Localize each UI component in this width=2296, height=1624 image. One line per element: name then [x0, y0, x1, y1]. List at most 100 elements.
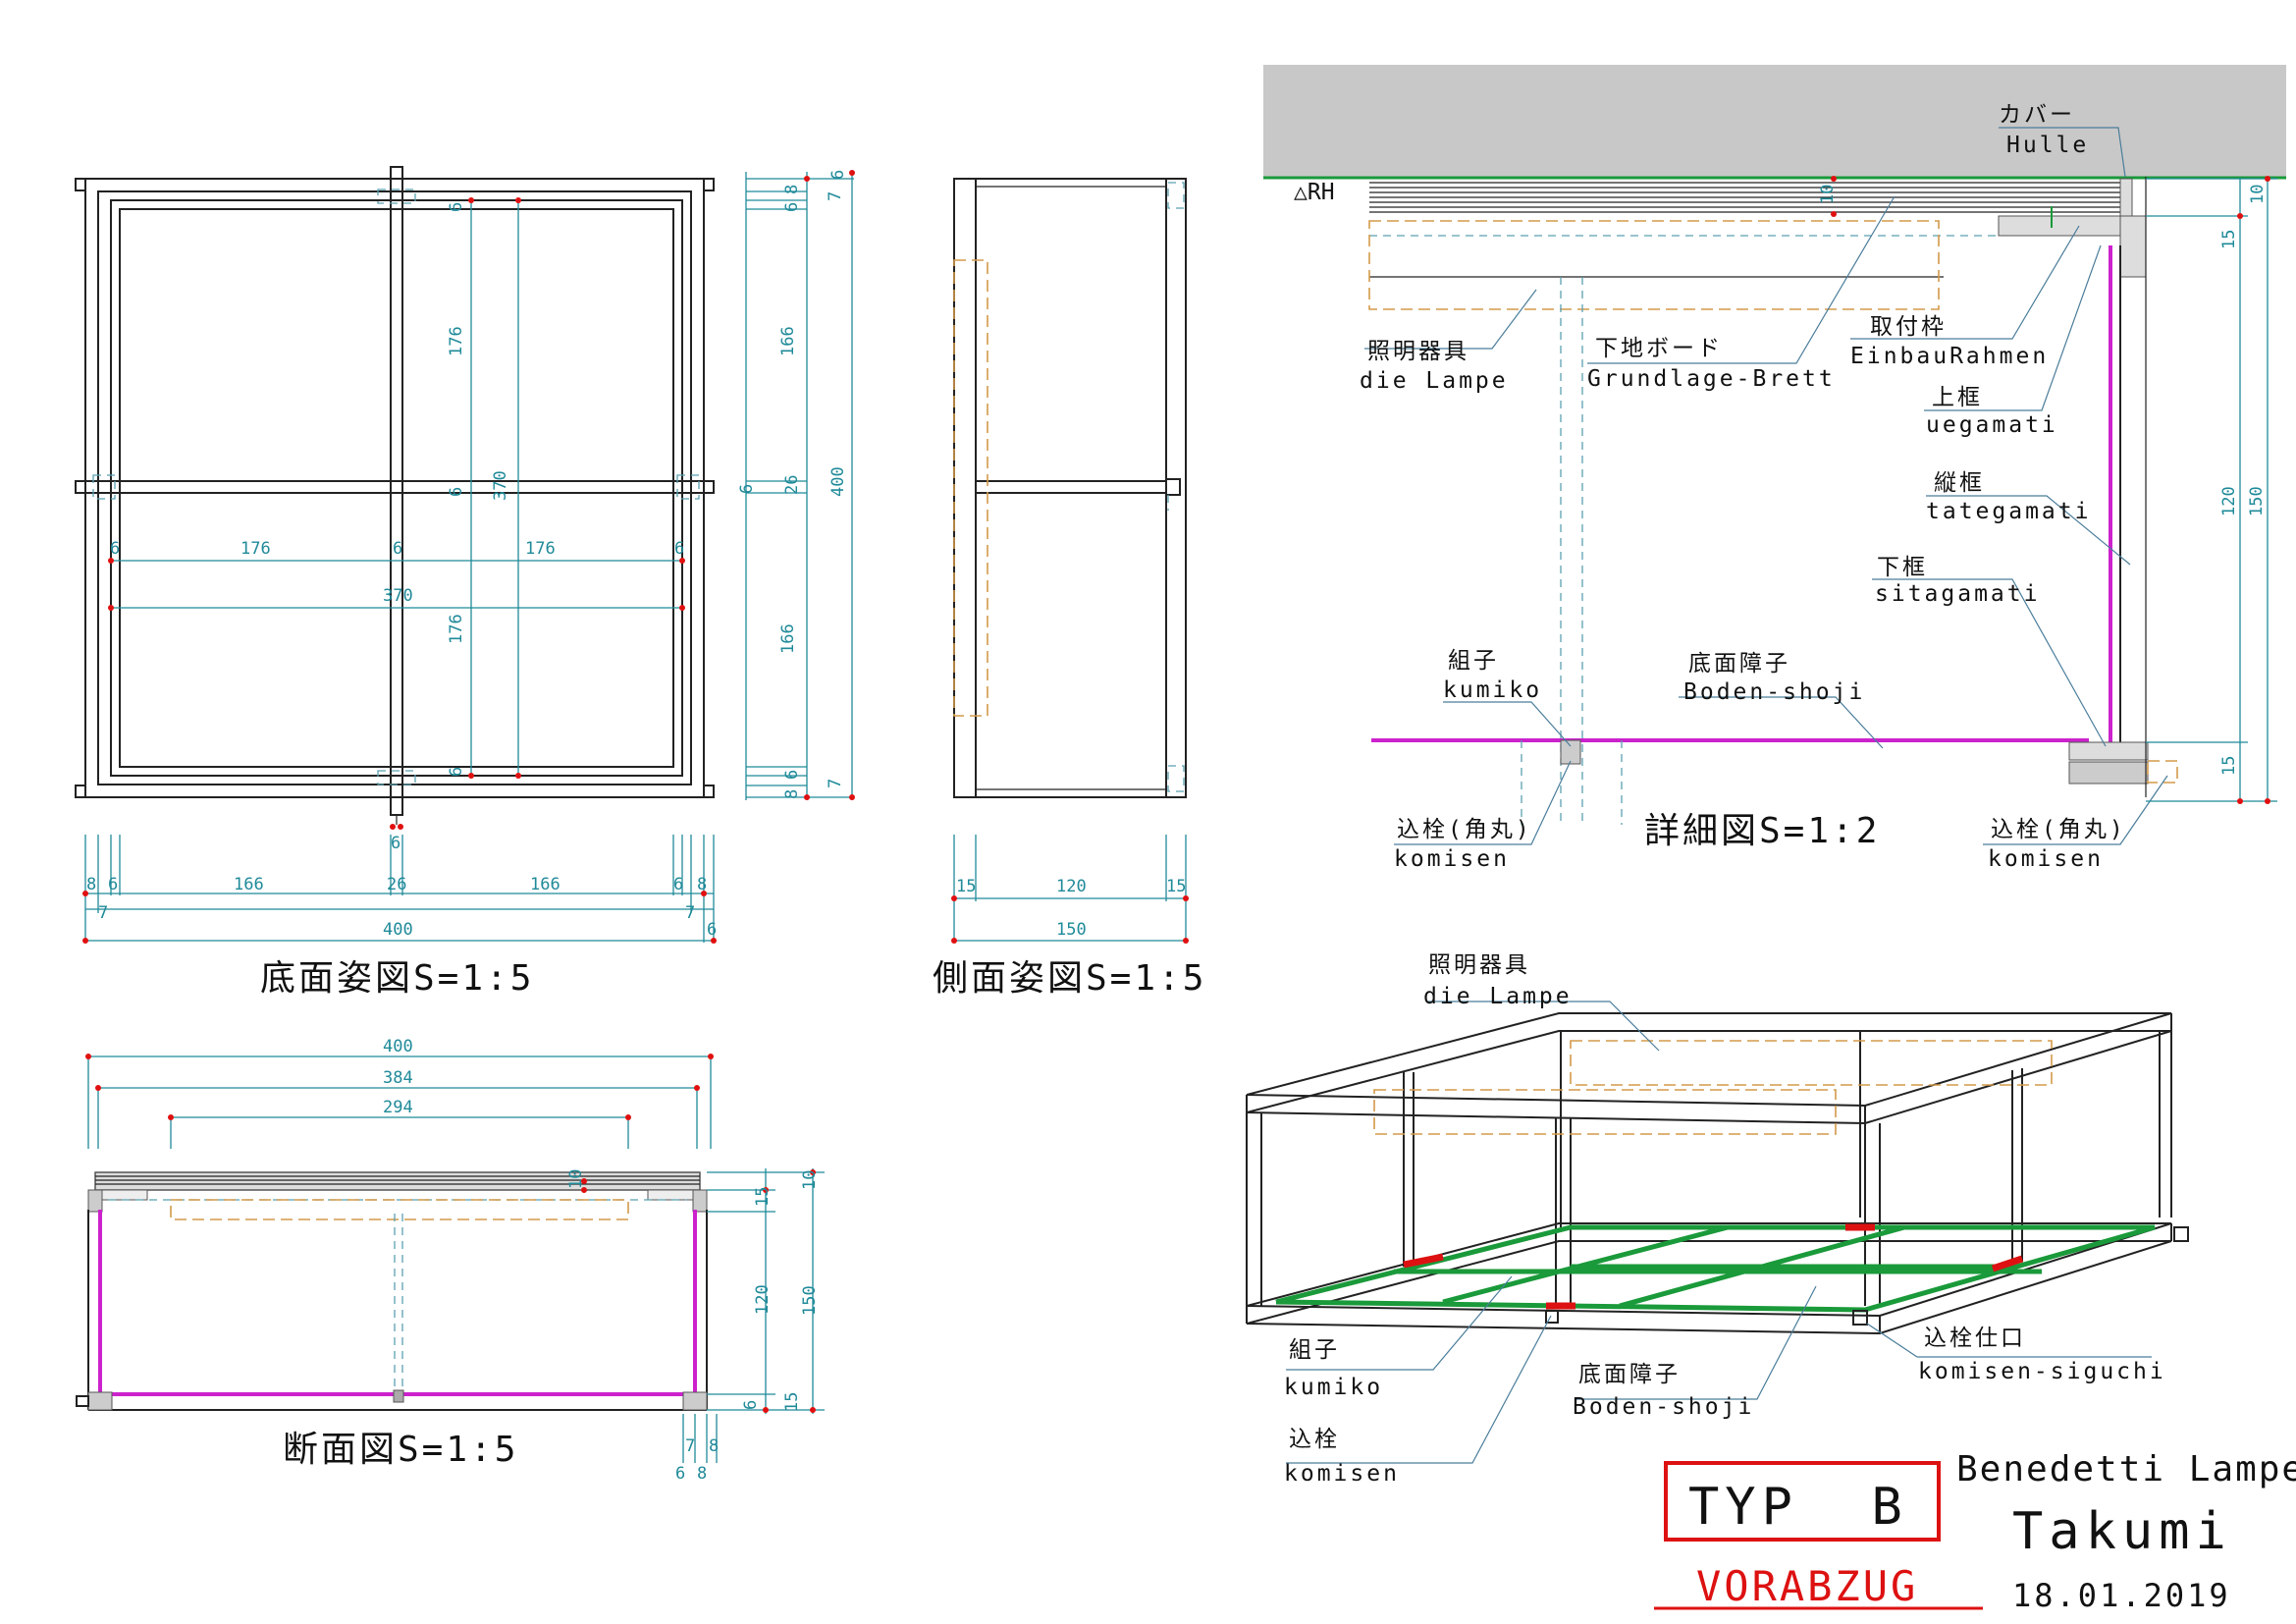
label-komisen1-de: komisen [1394, 846, 1510, 872]
dim-bottom-166b: 166 [530, 875, 561, 894]
label-boden-de: Boden-shoji [1683, 679, 1865, 705]
dim-bottom-176a: 176 [447, 326, 466, 356]
dim-detail-15a: 15 [2219, 230, 2239, 249]
label-frame-jp: 取付枠 [1870, 314, 1947, 340]
section-view: 400 384 294 [76, 1037, 825, 1484]
label-sita-de: sitagamati [1875, 581, 2040, 607]
dim-bottom-26: 26 [387, 875, 406, 894]
dim-bottom-h370: 370 [383, 586, 413, 606]
dim-bottom-7b: 7 [685, 903, 695, 923]
label-boden-jp: 底面障子 [1688, 651, 1790, 677]
dim-bottom-6c: 6 [707, 920, 717, 940]
dim-detail-150: 150 [2247, 486, 2267, 516]
dim-detail-15b: 15 [2219, 756, 2239, 776]
iso-komisen-de: komisen [1284, 1461, 1400, 1487]
label-tate-jp: 縦框 [1934, 470, 1985, 496]
iso-komisen-jp: 込栓 [1289, 1427, 1340, 1452]
dim-right-6d: 6 [782, 770, 802, 780]
label-komisen1-jp: 込栓(角丸) [1397, 817, 1532, 842]
label-tate-de: tategamati [1926, 499, 2091, 524]
dim-right-6a: 6 [782, 202, 802, 212]
dim-sec-15b: 15 [782, 1392, 802, 1412]
iso-lamp-de: die Lampe [1423, 984, 1573, 1009]
detail-view-title: 詳細図S=1:2 [1644, 811, 1880, 851]
iso-siguchi-de: komisen-siguchi [1918, 1359, 2166, 1384]
type-stamp: TYP B [1688, 1478, 1908, 1537]
dim-detail-10b: 10 [2248, 185, 2268, 204]
bottom-view-title: 底面姿図S=1:5 [260, 958, 534, 999]
dim-sec-10: 10 [566, 1169, 586, 1189]
dim-bottom-7a: 7 [98, 903, 108, 923]
detail-view: △RH [1263, 65, 2286, 872]
dim-right-8a: 8 [782, 185, 802, 194]
dim-right-26: 26 [782, 475, 802, 495]
dim-bottom-6b: 6 [447, 487, 466, 497]
label-komisen2-jp: 込栓(角丸) [1991, 817, 2126, 842]
client-name: Takumi [2012, 1502, 2232, 1561]
bottom-view: 6 176 6 176 6 370 6 176 6 176 6 370 8 [75, 166, 855, 999]
dim-bottom-h6c: 6 [674, 539, 684, 559]
iso-kumiko-jp: 組子 [1289, 1337, 1340, 1363]
side-view: 15 120 15 150 側面姿図S=1:5 [933, 178, 1206, 999]
dim-right-7a: 7 [826, 191, 845, 201]
section-view-title: 断面図S=1:5 [283, 1430, 518, 1470]
iso-boden-jp: 底面障子 [1578, 1362, 1681, 1387]
dim-bottom-8a: 8 [86, 875, 96, 894]
dim-bottom-6c: 6 [447, 767, 466, 777]
label-uega-jp: 上框 [1932, 385, 1983, 410]
dim-bottom-h176b: 176 [525, 539, 556, 559]
label-frame-de: EinbauRahmen [1850, 344, 2049, 369]
dim-sec-150: 150 [800, 1285, 820, 1316]
dim-bottom-6b: 6 [673, 875, 683, 894]
dim-sec-15a: 15 [753, 1187, 773, 1207]
status-stamp: VORABZUG [1696, 1562, 1918, 1610]
dim-right-166b: 166 [778, 623, 798, 654]
dim-side-15a: 15 [956, 877, 976, 896]
rh-marker: △RH [1294, 180, 1335, 205]
dim-sec-8b: 8 [697, 1464, 707, 1484]
iso-siguchi-jp: 込栓仕口 [1924, 1326, 2026, 1351]
dim-sec-384: 384 [383, 1068, 413, 1088]
dim-side-150: 150 [1056, 920, 1087, 940]
label-lamp-de: die Lampe [1360, 368, 1509, 394]
label-board-jp: 下地ボード [1595, 336, 1723, 361]
label-sita-jp: 下框 [1877, 555, 1928, 580]
isometric-view: 照明器具 die Lampe 組子 kumiko 底面障子 Boden-shoj… [1246, 952, 2189, 1487]
dim-sec-6: 6 [741, 1400, 761, 1410]
dim-bottom-400: 400 [383, 920, 413, 940]
dim-sec-294: 294 [383, 1098, 413, 1117]
label-uega-de: uegamati [1926, 412, 2058, 438]
dim-sec-7: 7 [685, 1436, 695, 1456]
dim-sec-120: 120 [753, 1284, 773, 1315]
dim-bottom-370v: 370 [491, 470, 510, 501]
label-cover-de: Hulle [2006, 133, 2089, 158]
dim-bottom-h6a: 6 [110, 539, 120, 559]
label-kumiko-de: kumiko [1443, 677, 1542, 703]
dim-bottom-176b: 176 [447, 614, 466, 644]
dim-detail-120: 120 [2219, 486, 2239, 516]
dim-sec-8a: 8 [709, 1436, 719, 1456]
dim-bottom-h6b: 6 [393, 539, 402, 559]
iso-boden-de: Boden-shoji [1573, 1394, 1754, 1420]
dim-side-120: 120 [1056, 877, 1087, 896]
dim-bottom-top6: 6 [391, 834, 400, 853]
dim-bottom-6a: 6 [108, 875, 118, 894]
label-cover-jp: カバー [1999, 102, 2075, 128]
label-kumiko-jp: 組子 [1448, 648, 1499, 674]
label-board-de: Grundlage-Brett [1587, 366, 1836, 392]
dim-right-6b: 6 [828, 170, 848, 180]
iso-kumiko-de: kumiko [1284, 1375, 1383, 1400]
dim-right-8b: 8 [782, 789, 802, 799]
dim-right-7b: 7 [826, 779, 845, 788]
label-komisen2-de: komisen [1988, 846, 2104, 872]
dim-bottom-8b: 8 [697, 875, 707, 894]
dim-side-15b: 15 [1166, 877, 1186, 896]
side-view-title: 側面姿図S=1:5 [933, 958, 1206, 999]
dim-sec-6b: 6 [675, 1464, 685, 1484]
drawing-date: 18.01.2019 [2012, 1577, 2231, 1614]
dim-detail-10a: 10 [1818, 185, 1838, 204]
dim-bottom-166a: 166 [234, 875, 264, 894]
iso-lamp-jp: 照明器具 [1428, 952, 1530, 978]
dim-right-6c: 6 [737, 484, 757, 494]
